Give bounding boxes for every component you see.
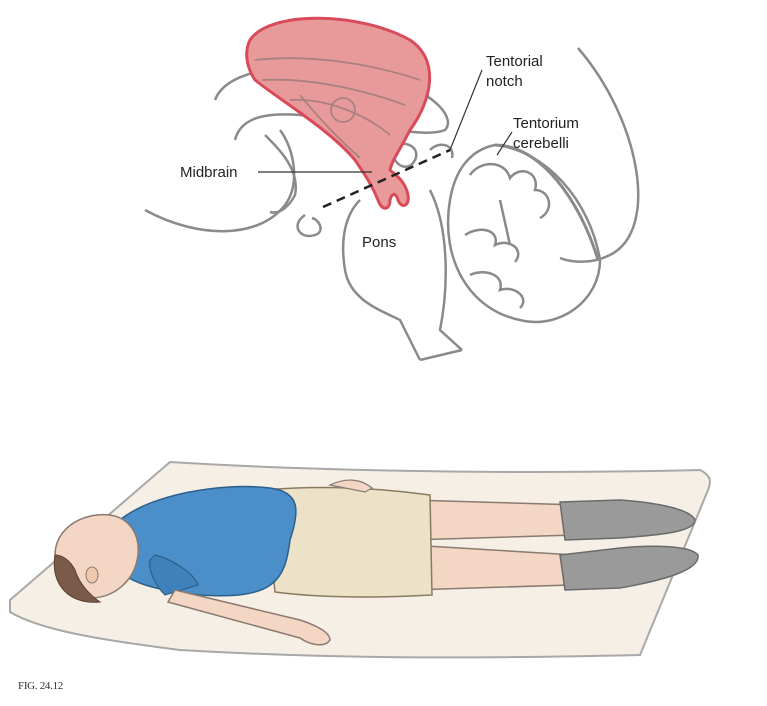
leader-lines xyxy=(258,69,513,173)
label-tentorium-2: cerebelli xyxy=(513,135,569,152)
label-tentorial-notch-2: notch xyxy=(486,73,523,90)
herniation-region xyxy=(245,16,432,210)
tentorial-notch-line xyxy=(322,148,451,209)
patient-illustration xyxy=(9,460,711,659)
label-midbrain: Midbrain xyxy=(180,164,238,181)
label-pons: Pons xyxy=(362,234,396,251)
figure-caption: FIG. 24.12 xyxy=(18,680,63,692)
label-tentorium-1: Tentorium xyxy=(513,115,579,132)
label-tentorial-notch-1: Tentorial xyxy=(486,53,543,70)
